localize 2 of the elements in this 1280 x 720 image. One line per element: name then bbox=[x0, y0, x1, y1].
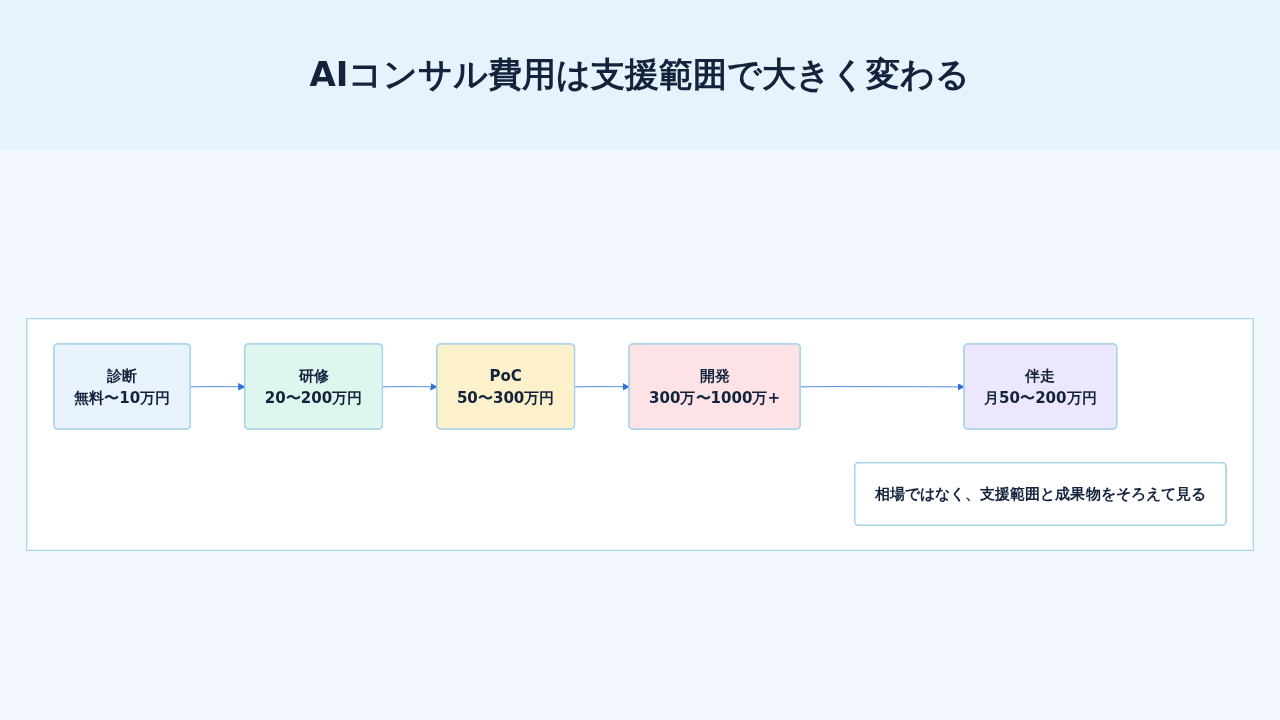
title: AIコンサル費用は支援範囲で大きく変わる bbox=[309, 53, 971, 96]
cluster bbox=[26, 318, 1254, 552]
